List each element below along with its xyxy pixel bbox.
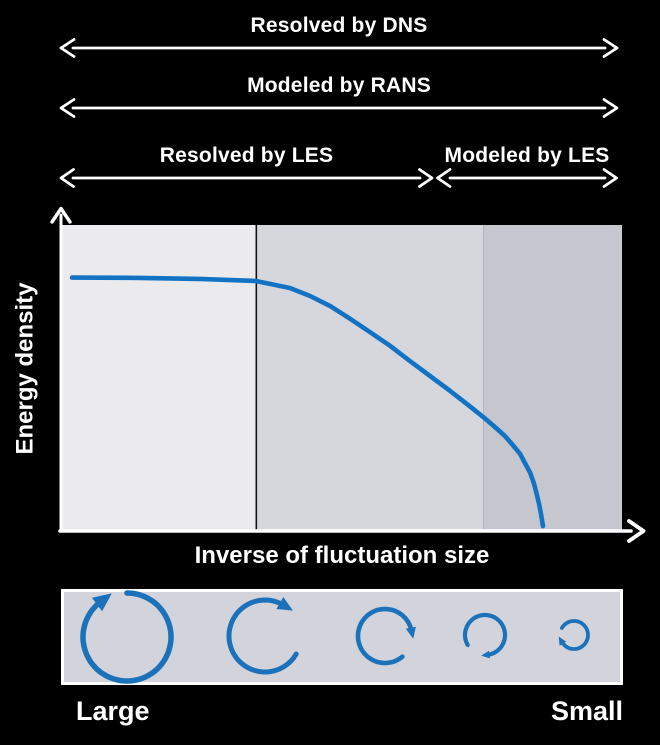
les-resolved-range-arrow bbox=[59, 168, 434, 188]
eddy-icon-m bbox=[355, 606, 416, 666]
x-axis-label: Inverse of fluctuation size bbox=[194, 542, 490, 569]
eddy-icon-xl bbox=[80, 590, 174, 684]
eddy-icon-s bbox=[462, 612, 508, 659]
label-resolved-by-les: Resolved by LES bbox=[159, 144, 334, 167]
spectrum-band-3 bbox=[483, 225, 622, 531]
label-large: Large bbox=[76, 696, 150, 726]
label-resolved-by-dns: Resolved by DNS bbox=[250, 14, 428, 37]
y-axis-label: Energy density bbox=[11, 282, 39, 455]
label-small: Small bbox=[550, 696, 623, 726]
les-modeled-range-arrow bbox=[436, 168, 618, 188]
x-axis-arrow bbox=[58, 519, 646, 543]
eddy-icon-l bbox=[226, 597, 299, 675]
label-modeled-by-les: Modeled by LES bbox=[444, 144, 610, 167]
dns-range-arrow bbox=[59, 38, 619, 58]
y-axis-arrow bbox=[50, 206, 72, 533]
label-modeled-by-rans: Modeled by RANS bbox=[247, 74, 431, 97]
eddy-icon-xs bbox=[558, 619, 590, 651]
rans-range-arrow bbox=[59, 98, 619, 118]
spectrum-band-2 bbox=[256, 225, 484, 531]
energy-spectrum-curve bbox=[69, 275, 546, 529]
